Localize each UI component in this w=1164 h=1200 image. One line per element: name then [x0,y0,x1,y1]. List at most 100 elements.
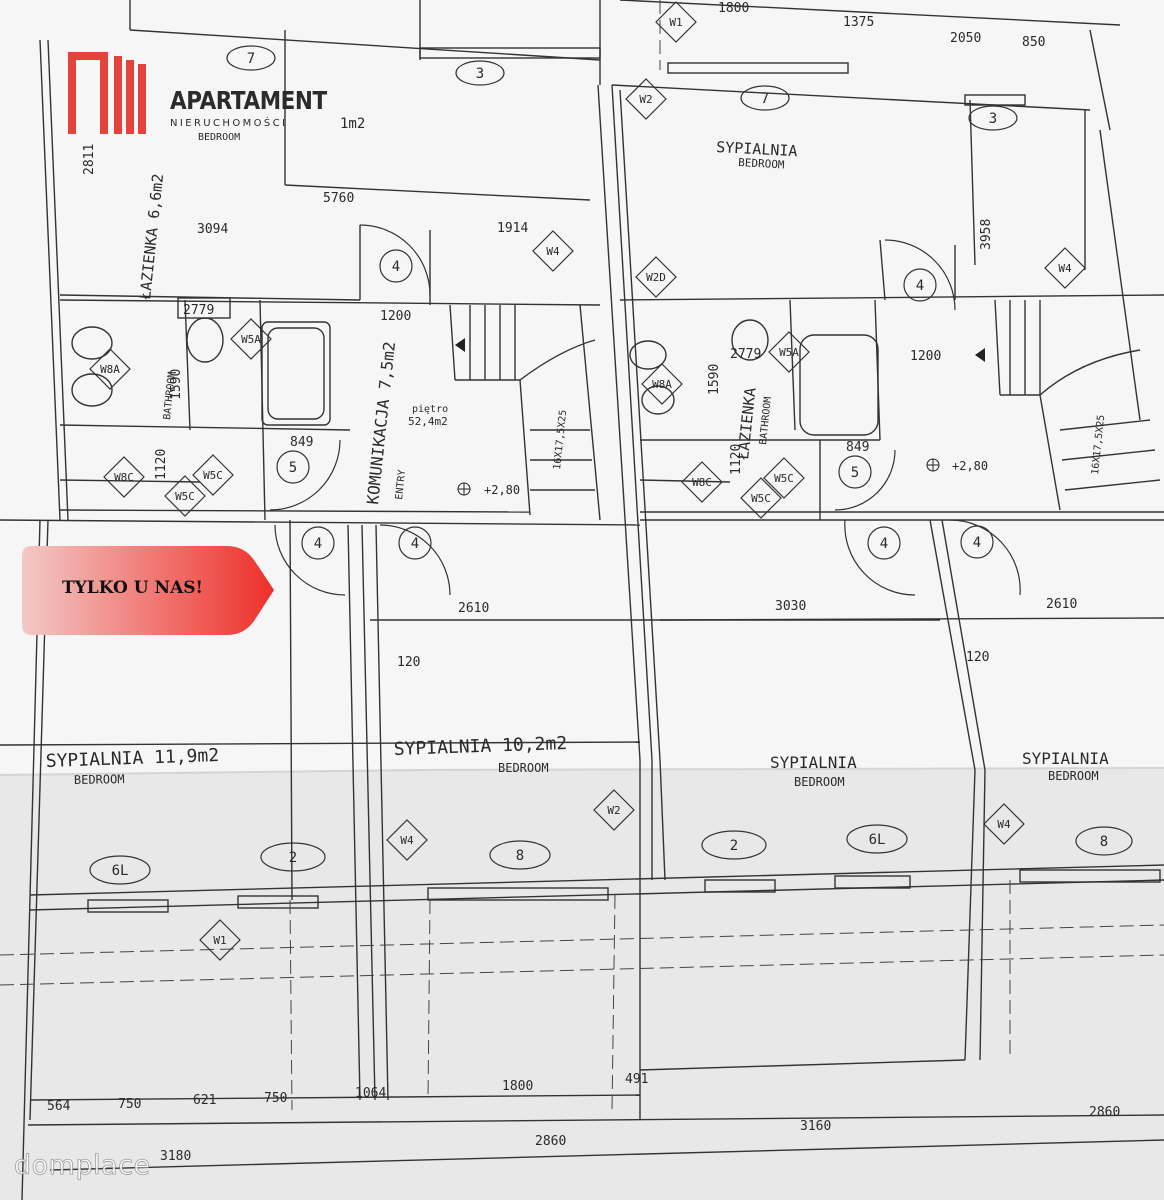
dimension-label: 2779 [730,347,761,362]
window-tag-w5a: W5A [768,331,810,373]
svg-text:W8A: W8A [652,378,672,391]
room-label-pietro: piętro [412,404,448,415]
svg-text:W5C: W5C [203,469,223,482]
room-label-entry: ENTRY [394,469,408,500]
dimension-label: 120 [397,655,420,670]
room-label-pietro-area: 52,4m2 [408,415,448,428]
circle-tag: 2 [260,842,326,872]
circle-tag: 4 [903,268,937,302]
svg-text:3: 3 [476,66,484,82]
circle-tag: 6L [89,855,151,885]
circle-tag: 4 [960,525,994,559]
window-tag-w2d: W2D [635,256,677,298]
brand-name: APARTAMENT [170,86,327,115]
apartament-logo: APARTAMENT NIERUCHOMOŚCI [68,52,348,142]
circle-tag: 4 [867,526,901,560]
circle-tag: 8 [489,840,551,870]
window-tag-w8c: W8C [681,461,723,503]
promo-ribbon-shape [22,546,274,635]
svg-text:7: 7 [247,51,255,67]
svg-text:W2: W2 [639,93,652,106]
dimension-label: 5760 [323,191,354,206]
room-label-bathroom-right: BATHROOM [758,396,774,445]
room-label-bedroom-right: BEDROOM [1048,769,1099,783]
svg-text:W1: W1 [669,16,682,29]
dimension-label: 849 [846,440,869,455]
dimension-label: 1914 [497,221,528,236]
dimension-label: 750 [118,1097,141,1112]
dimension-label: 1200 [380,309,411,324]
svg-text:2: 2 [289,850,297,866]
svg-text:8: 8 [516,848,524,864]
svg-text:W4: W4 [1058,262,1072,275]
dimension-label: 1590 [707,364,722,395]
dimension-label: 621 [193,1093,216,1108]
svg-text:6L: 6L [112,863,129,879]
brand-subtitle: NIERUCHOMOŚCI [170,118,288,129]
dimension-label: 3030 [775,599,806,614]
room-label-top-left-bedroom: BEDROOM [198,132,240,143]
circle-tag: 7 [226,45,276,71]
svg-text:W1: W1 [213,934,226,947]
window-tag-w5c: W5C [763,457,805,499]
circle-tag: 4 [379,249,413,283]
room-label-bedroom-top: BEDROOM [738,156,785,171]
window-tag-w4: W4 [386,819,428,861]
dimension-label: 2860 [535,1134,566,1149]
dimension-label: 1120 [154,449,169,480]
dimension-label: 3958 [979,219,994,250]
dimension-label: 120 [966,650,989,665]
window-tag-w4: W4 [983,803,1025,845]
svg-text:6L: 6L [869,832,886,848]
dimension-label: 849 [290,435,313,450]
paper-upper-half [0,0,1164,775]
dimension-label: 1120 [729,444,744,475]
room-label-bedroom-mid: BEDROOM [794,775,845,789]
room-label-bedroom-11: BEDROOM [74,772,125,787]
svg-text:W4: W4 [400,834,414,847]
window-tag-w8c: W8C [103,456,145,498]
room-label-level-left: +2,80 [484,483,520,497]
svg-text:8: 8 [1100,834,1108,850]
circle-tag: 6L [846,824,908,854]
dimension-label: 750 [264,1091,287,1106]
dimension-label: 1590 [169,369,184,400]
svg-text:W4: W4 [546,245,560,258]
circle-tag: 4 [398,526,432,560]
circle-tag: 5 [276,450,310,484]
dimension-label: 1064 [355,1086,386,1101]
dimension-label: 3094 [197,222,228,237]
circle-tag: 7 [740,85,790,111]
window-tag-w5a: W5A [230,318,272,360]
window-tag-w8a: W8A [89,348,131,390]
room-label-bathroom-left: BATHROOM [162,371,178,420]
level-markers [455,338,985,496]
logo-bars-icon [68,52,158,134]
svg-text:3: 3 [989,111,997,127]
dimension-label: 3160 [800,1119,831,1134]
room-label-bedroom-10: BEDROOM [498,761,549,775]
svg-text:W8A: W8A [100,363,120,376]
window-tag-w4: W4 [532,230,574,272]
circle-tag: 5 [838,455,872,489]
dimension-label: 491 [625,1072,648,1087]
window-tag-w1: W1 [655,1,697,43]
dimension-label: 1200 [910,349,941,364]
dimension-label: 2811 [82,144,97,175]
svg-text:W2D: W2D [646,271,666,284]
promo-ribbon: TYLKO U NAS! [22,546,276,635]
svg-text:W8C: W8C [692,476,712,489]
svg-text:W8C: W8C [114,471,134,484]
circle-tag: 2 [701,830,767,860]
svg-text:4: 4 [411,536,419,552]
svg-text:5: 5 [851,465,859,481]
window-tag-w5c: W5C [740,477,782,519]
svg-text:W5A: W5A [241,333,261,346]
window-tag-w2: W2 [625,78,667,120]
door-swings [269,224,1021,596]
room-label-sypialnia-top: SYPIALNIA [716,138,798,160]
